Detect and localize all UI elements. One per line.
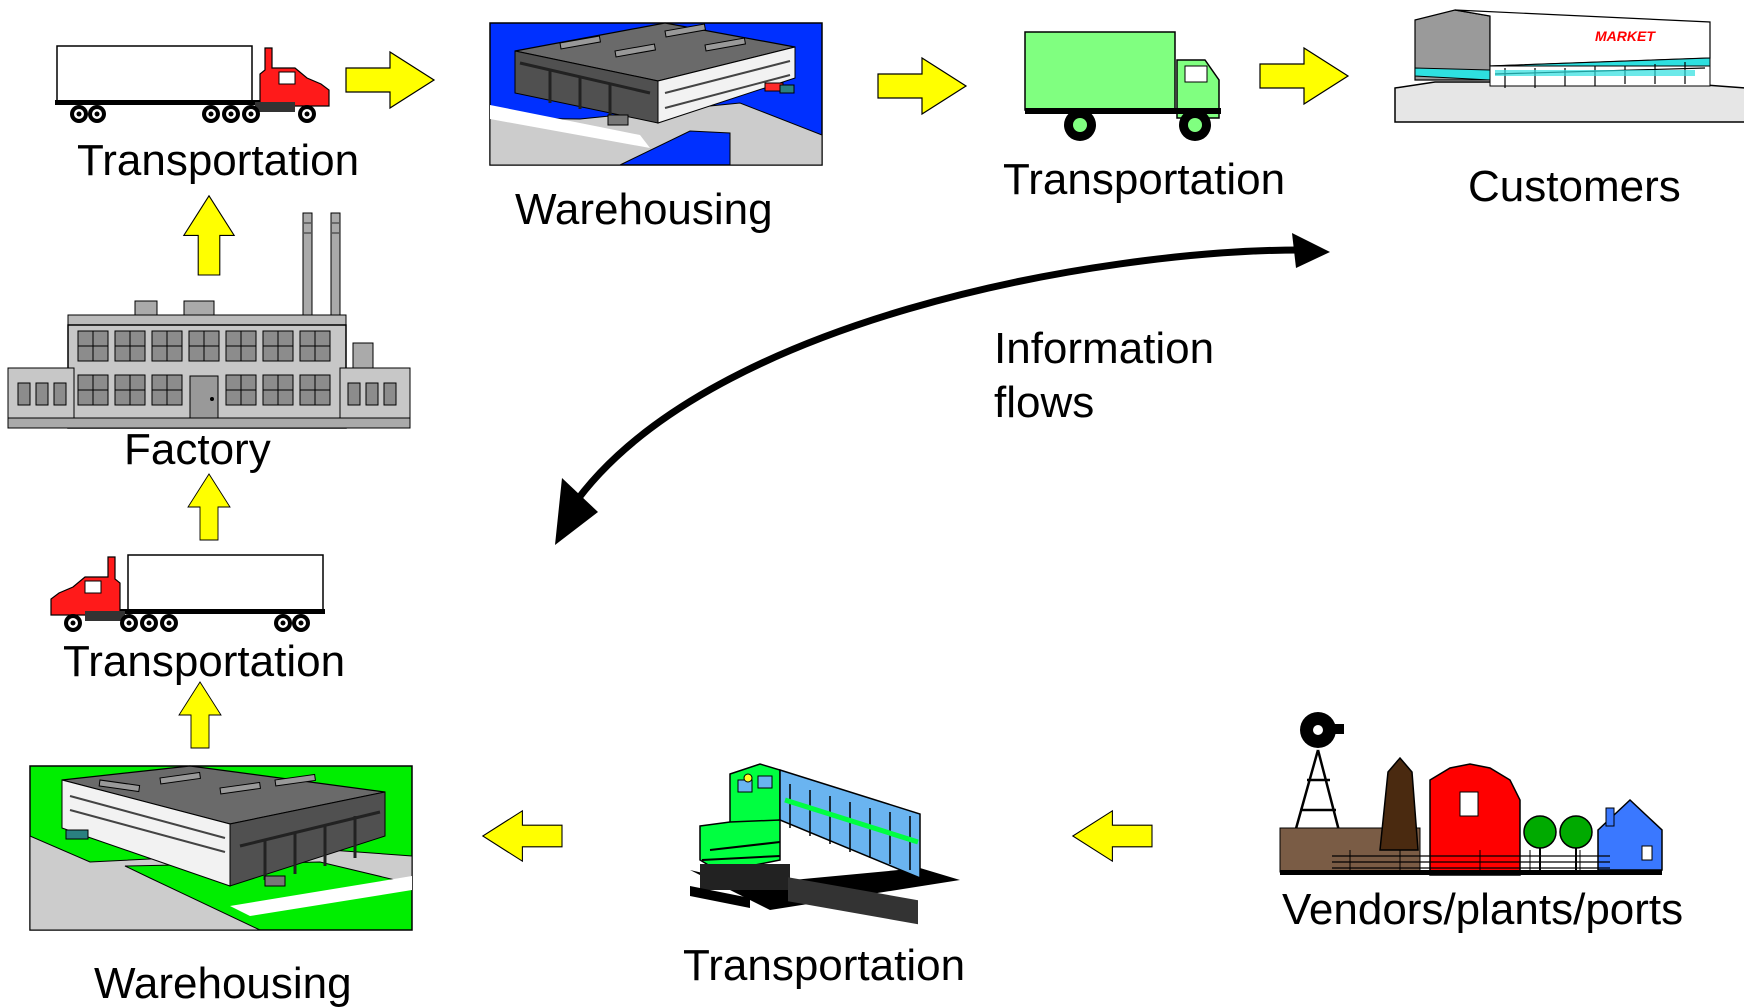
delivery-truck-icon: [1024, 31, 1221, 141]
information-flow-arrow: [555, 233, 1330, 545]
semi-truck-icon: [50, 554, 325, 632]
warehouse-icon: [29, 765, 413, 931]
flow-arrow-truck-to-factory: [187, 473, 231, 541]
flow-arrow-vendors-to-rail: [1072, 810, 1153, 862]
transport-label-top-mid: Transportation: [1003, 155, 1286, 204]
warehouse-icon: [489, 22, 823, 166]
flow-arrow-warehouse-to-truck-left: [178, 681, 222, 749]
information-flows-line-2: flows: [994, 378, 1095, 427]
vendors-label: Vendors/plants/ports: [1282, 885, 1684, 934]
warehouse-label-top: Warehousing: [515, 185, 773, 234]
farm-icon: [1279, 712, 1663, 876]
market-store-icon: MARKET: [1394, 9, 1744, 123]
factory-icon: [7, 212, 411, 429]
transport-label-top-left: Transportation: [77, 136, 360, 185]
warehouse-label-bottom: Warehousing: [94, 959, 352, 1008]
flow-arrow-warehouse-to-truck: [877, 57, 967, 115]
transport-label-mid-left: Transportation: [63, 637, 346, 686]
information-flows-line-1: Information: [994, 324, 1215, 373]
customers-label: Customers: [1468, 162, 1681, 211]
flow-arrow-truck-to-warehouse: [345, 51, 435, 109]
semi-truck-icon: [55, 45, 330, 123]
flow-arrow-truck-to-customers: [1259, 47, 1349, 105]
market-sign: MARKET: [1595, 28, 1656, 44]
flow-arrow-factory-up: [183, 195, 235, 276]
locomotive-icon: [690, 763, 960, 925]
transport-label-rail: Transportation: [683, 941, 966, 990]
flow-arrow-rail-to-warehouse: [482, 810, 563, 862]
information-flows-label: Information flows: [994, 322, 1214, 430]
factory-label: Factory: [124, 425, 271, 474]
